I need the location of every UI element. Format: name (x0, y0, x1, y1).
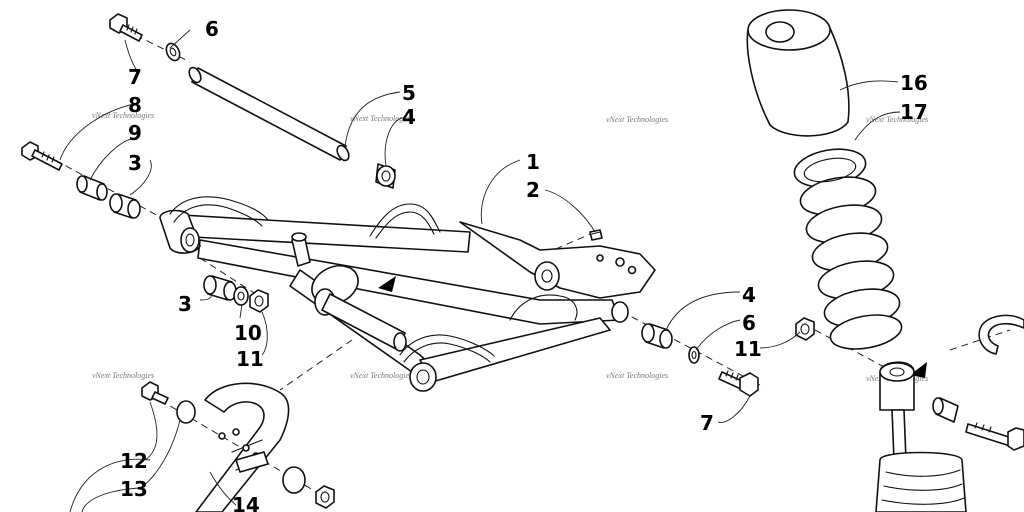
callout-10: 10 (234, 321, 262, 345)
bolt-12 (141, 381, 169, 405)
spring-retainer (978, 314, 1024, 355)
bolt-top (109, 13, 143, 42)
callout-11: 11 (734, 337, 762, 361)
grease-fitting (589, 229, 603, 241)
callout-4: 4 (742, 283, 756, 307)
shock-spring (793, 148, 903, 350)
callout-12: 12 (120, 449, 148, 473)
washer-lower (282, 466, 306, 494)
callout-17: 17 (900, 100, 928, 124)
strap (195, 382, 290, 512)
nut-left (249, 289, 269, 313)
bushing-right (641, 323, 673, 349)
bolt-shock (965, 422, 1024, 451)
callout-11: 11 (236, 347, 264, 371)
callout-3: 3 (128, 151, 142, 175)
shock-body (875, 361, 967, 512)
bolt-left (21, 141, 63, 171)
watermark: vNext Technologies (866, 115, 928, 124)
watermark: vNext Technologies (350, 371, 412, 380)
washer-10 (233, 286, 249, 306)
callout-2: 2 (526, 178, 540, 202)
callouts: 6 7 8 9 3 5 4 1 2 3 10 11 4 6 11 7 16 17… (120, 17, 928, 512)
leader-lines (59, 29, 901, 512)
a-arm (159, 196, 656, 392)
callout-5: 5 (402, 81, 416, 105)
washer-top (165, 42, 181, 62)
bushing-left-lower (203, 275, 237, 301)
bushing-shock (932, 397, 959, 423)
bushing-left-upper (109, 193, 141, 219)
callout-3: 3 (178, 292, 192, 316)
watermark: vNext Technologies (92, 371, 154, 380)
watermark: vNext Technologies (606, 115, 668, 124)
callout-7: 7 (128, 65, 142, 89)
spacer (76, 175, 108, 201)
callout-1: 1 (526, 150, 540, 174)
callout-6: 6 (742, 311, 756, 335)
watermark: vNext Technologies (606, 371, 668, 380)
callout-16: 16 (900, 71, 928, 95)
nut-lower (315, 485, 335, 509)
callout-8: 8 (128, 93, 142, 117)
callout-4: 4 (402, 105, 416, 129)
callout-6: 6 (205, 17, 219, 41)
callout-14: 14 (232, 493, 260, 512)
rod (188, 66, 350, 162)
watermark: vNext Technologies (350, 114, 412, 123)
bolt-right (718, 370, 759, 397)
nut-right (795, 317, 815, 341)
direction-arrow (378, 276, 396, 292)
washer-13 (176, 400, 196, 424)
bushing-top (375, 163, 396, 189)
washer-right (688, 346, 700, 364)
watermark: vNext Technologies (92, 111, 154, 120)
callout-13: 13 (120, 477, 148, 501)
callout-9: 9 (128, 121, 142, 145)
shock-boot (746, 9, 850, 137)
callout-7: 7 (700, 411, 714, 435)
